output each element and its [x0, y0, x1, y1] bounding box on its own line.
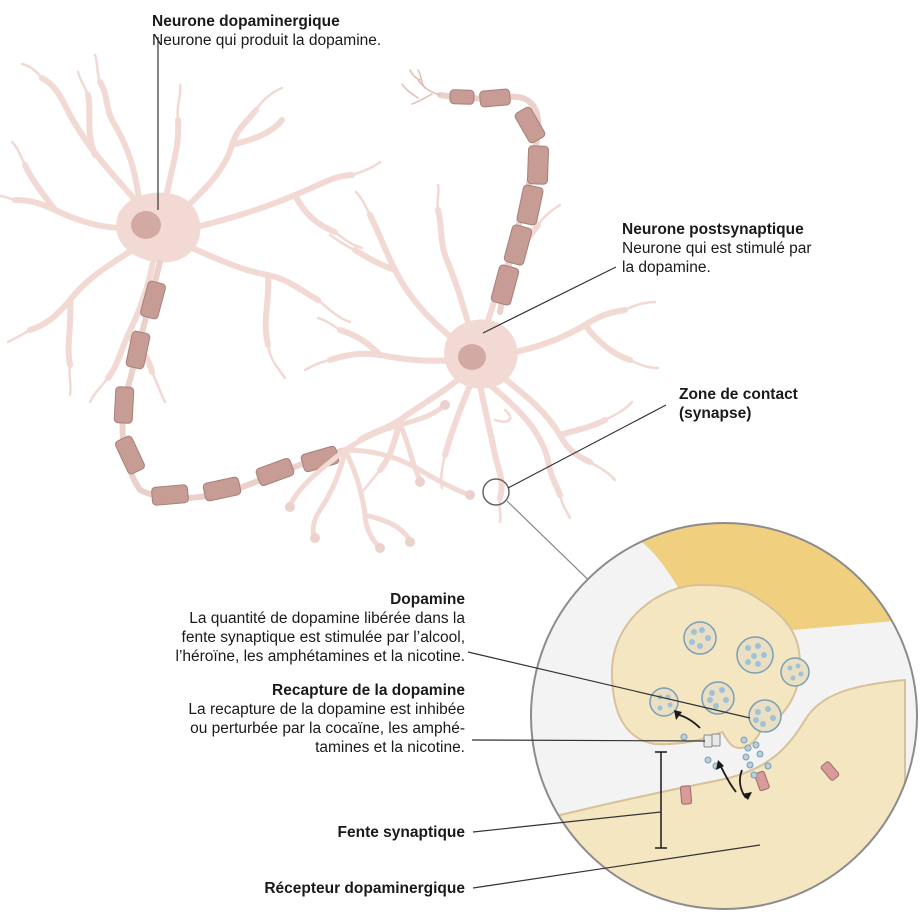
synapse-magnified [531, 520, 917, 916]
label-title: Fente synaptique [100, 823, 465, 842]
label-title: Récepteur dopaminergique [100, 879, 465, 898]
label-description-line1: La quantité de dopamine libérée dans la [100, 609, 465, 628]
axon-terminals [285, 400, 475, 553]
label-description-line1: Neurone qui est stimulé par [622, 239, 812, 258]
reuptake-transporter [704, 734, 720, 747]
label-dopamine: Dopamine La quantité de dopamine libérée… [100, 590, 465, 666]
label-description-line2: fente synaptique est stimulée par l’alco… [100, 628, 465, 647]
nucleus [131, 211, 161, 239]
nucleus [458, 344, 486, 370]
label-synaptic-cleft: Fente synaptique [100, 823, 465, 842]
label-dopaminergic-neuron: Neurone dopaminergique Neurone qui produ… [152, 12, 381, 50]
label-contact-zone: Zone de contact (synapse) [679, 385, 798, 423]
synapse-callout-circle [483, 479, 509, 505]
label-title: Dopamine [100, 590, 465, 609]
label-description-line1: La recapture de la dopamine est inhibée [100, 700, 465, 719]
label-title-line1: Zone de contact [679, 385, 798, 404]
label-description-line3: l’héroïne, les amphétamines et la nicoti… [100, 647, 465, 666]
postsynaptic-neuron [305, 185, 658, 522]
label-description-line3: tamines et la nicotine. [100, 738, 465, 757]
label-reuptake: Recapture de la dopamine La recapture de… [100, 681, 465, 757]
myelin-sheaths [114, 280, 340, 505]
label-description-line2: la dopamine. [622, 258, 812, 277]
dopaminergic-neuron [0, 55, 380, 402]
label-title: Neurone postsynaptique [622, 220, 812, 239]
label-title: Neurone dopaminergique [152, 12, 381, 31]
label-postsynaptic-neuron: Neurone postsynaptique Neurone qui est s… [622, 220, 812, 277]
label-dopamine-receptor: Récepteur dopaminergique [100, 879, 465, 898]
label-title-line2: (synapse) [679, 404, 798, 423]
label-description: Neurone qui produit la dopamine. [152, 31, 381, 50]
myelin-sheaths [450, 89, 549, 306]
label-title: Recapture de la dopamine [100, 681, 465, 700]
label-description-line2: ou perturbée par la cocaïne, les amphé- [100, 719, 465, 738]
right-axon [402, 70, 549, 312]
